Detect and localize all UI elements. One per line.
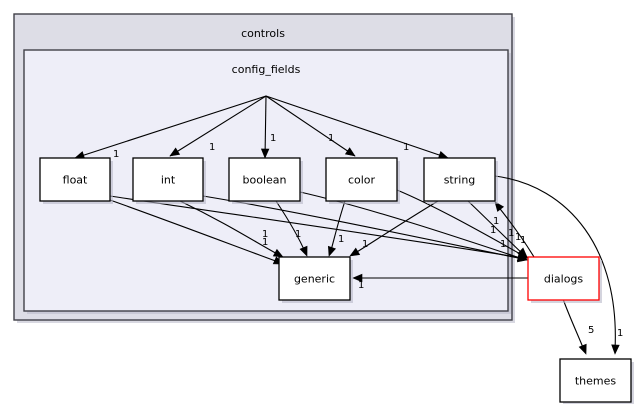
edge-label-boolean-to-dialogs: 1 <box>500 239 506 250</box>
edge-label-float-to-dialogs: 1 <box>515 232 521 243</box>
arrowhead-dialogs-to-themes <box>578 343 587 355</box>
edge-config_fields-to-color <box>265 95 356 157</box>
cluster-label-controls: controls <box>241 27 285 40</box>
edge-label-float-to-generic: 1 <box>262 237 268 248</box>
edge-config_fields-to-boolean <box>264 95 267 159</box>
node-generic[interactable] <box>278 256 351 301</box>
node-int[interactable] <box>132 157 204 202</box>
edge-config_fields-to-string <box>265 95 449 159</box>
arrowhead-config_fields-to-boolean <box>260 148 270 159</box>
arrowhead-dialogs-to-string <box>494 201 505 212</box>
edge-string-to-themes <box>494 175 616 351</box>
edge-label-config_fields-to-string: 1 <box>403 142 409 153</box>
edge-label-dialogs-to-generic: 1 <box>358 280 364 291</box>
node-string[interactable] <box>423 157 496 202</box>
edge-label-int-to-generic: 1 <box>262 229 268 240</box>
node-label-themes: themes <box>575 375 617 388</box>
edge-label-boolean-to-generic: 1 <box>295 229 301 240</box>
cluster-label-config_fields: config_fields <box>232 63 301 76</box>
node-label-color: color <box>348 174 376 187</box>
edge-label-config_fields-to-int: 1 <box>209 142 215 153</box>
edge-config_fields-to-float <box>74 95 267 159</box>
edge-label-config_fields-to-float: 1 <box>113 149 119 160</box>
node-label-float: float <box>63 174 88 187</box>
node-themes[interactable] <box>559 358 632 403</box>
node-label-boolean: boolean <box>243 174 287 187</box>
edge-label-config_fields-to-boolean: 1 <box>270 133 276 144</box>
edge-label-string-to-dialogs: 1 <box>520 235 526 246</box>
arrowhead-dialogs-to-generic <box>352 273 363 283</box>
node-label-generic: generic <box>294 273 335 286</box>
node-float[interactable] <box>39 157 111 202</box>
edge-label-dialogs-to-string: 1 <box>493 216 499 227</box>
node-label-string: string <box>444 174 476 187</box>
arrowhead-string-to-generic <box>349 247 361 257</box>
edge-label-color-to-generic: 1 <box>338 234 344 245</box>
node-label-int: int <box>161 174 176 187</box>
edge-config_fields-to-int <box>169 95 267 157</box>
node-dialogs[interactable] <box>527 256 600 301</box>
edge-label-color-to-dialogs: 1 <box>490 225 496 236</box>
arrowhead-boolean-to-generic <box>299 245 308 257</box>
arrowhead-config_fields-to-color <box>344 147 356 157</box>
edge-float-to-generic <box>109 199 282 264</box>
arrowhead-color-to-generic <box>328 245 337 257</box>
edge-label-config_fields-to-color: 1 <box>328 133 334 144</box>
node-boolean[interactable] <box>228 157 301 202</box>
nodes-layer: float int boolean color string generic dialogs… <box>39 157 634 404</box>
arrowhead-int-to-generic <box>272 248 284 258</box>
edge-string-to-generic <box>351 200 439 256</box>
edge-label-int-to-dialogs: 1 <box>508 228 514 239</box>
edge-color-to-dialogs <box>396 189 525 257</box>
edge-label-dialogs-to-themes: 5 <box>588 325 594 336</box>
edge-dialogs-to-themes <box>562 298 585 351</box>
arrowhead-string-to-themes <box>611 344 620 355</box>
arrowhead-config_fields-to-int <box>169 147 181 157</box>
arrowhead-string-to-dialogs <box>517 247 528 258</box>
edge-label-string-to-themes: 1 <box>617 328 623 339</box>
node-color[interactable] <box>325 157 398 202</box>
node-label-dialogs: dialogs <box>544 273 584 286</box>
edge-label-string-to-generic: 1 <box>362 239 368 250</box>
